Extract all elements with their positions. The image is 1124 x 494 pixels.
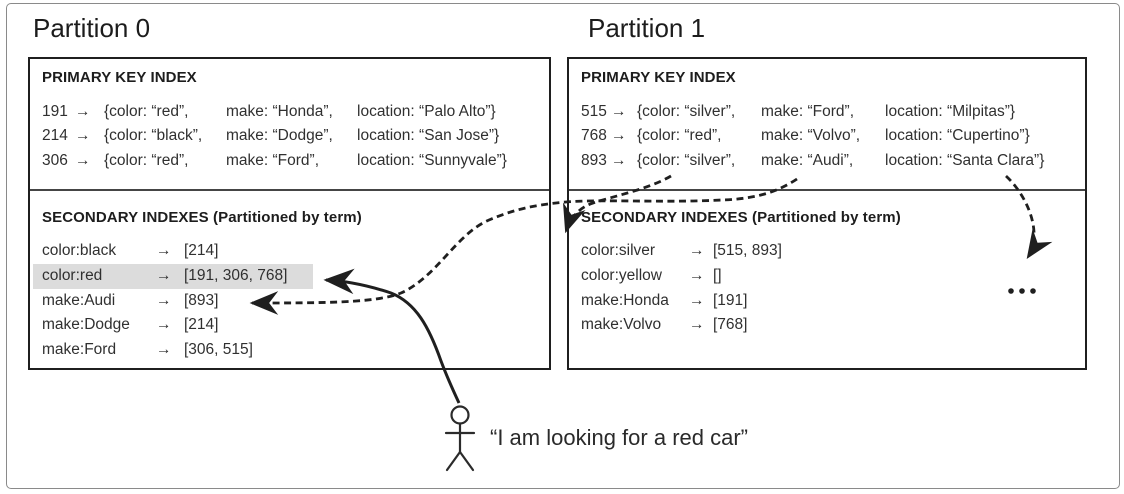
row-color-field: {color: “silver”, (637, 103, 736, 120)
primary-key-row-893: 893 → {color: “silver”, make: “Audi”, lo… (581, 149, 1077, 173)
partition-1-title: Partition 1 (588, 13, 706, 43)
partition-1-box: PRIMARY KEY INDEX 515 → {color: “silver”… (567, 57, 1087, 370)
primary-key-row-768: 768 → {color: “red”, make: “Volvo”, loca… (581, 124, 1077, 148)
row-location-field: location: “Palo Alto”} (357, 103, 496, 120)
row-make-field: make: “Volvo”, (761, 127, 861, 145)
partition-0-secondary-section: SECONDARY INDEXES (Partitioned by term) … (30, 191, 549, 363)
secondary-row-make-honda: make:Honda → [191] (581, 289, 1077, 314)
row-location-field: location: “Milpitas”} (885, 103, 1016, 120)
index-term: make:Dodge (42, 316, 130, 334)
secondary-index-rows: color:silver → [515, 893] color:yellow →… (581, 239, 1077, 338)
posting-list: [306, 515] (184, 341, 253, 359)
index-term: color:yellow (581, 266, 662, 284)
row-make-field: make: “Ford”, (761, 103, 855, 120)
maps-to-arrow: → (611, 103, 627, 120)
maps-to-arrow: → (75, 127, 91, 145)
maps-to-arrow: → (689, 266, 705, 284)
secondary-indexes-header: SECONDARY INDEXES (Partitioned by term) (581, 209, 901, 226)
partition-0-title: Partition 0 (33, 13, 151, 43)
primary-key-rows: 515 → {color: “silver”, make: “Ford”, lo… (581, 100, 1077, 173)
row-location-field: location: “Santa Clara”} (885, 151, 1045, 169)
partition-0-primary-section: PRIMARY KEY INDEX 191 → {color: “red”, m… (30, 59, 549, 191)
index-term: make:Audi (42, 291, 116, 309)
index-term: color:black (42, 242, 117, 259)
posting-list: [515, 893] (713, 242, 782, 259)
maps-to-arrow: → (611, 127, 627, 145)
index-term: color:red (42, 266, 103, 284)
maps-to-arrow: → (689, 316, 705, 334)
row-make-field: make: “Dodge”, (226, 127, 333, 145)
row-make-field: make: “Honda”, (226, 103, 333, 120)
index-term: make:Ford (42, 341, 117, 359)
figure-frame (6, 3, 1120, 489)
secondary-row-make-audi: make:Audi → [893] (42, 289, 541, 314)
secondary-row-make-volvo: make:Volvo → [768] (581, 313, 1077, 338)
row-location-field: location: “Cupertino”} (885, 127, 1030, 145)
row-make-field: make: “Ford”, (226, 151, 320, 169)
maps-to-arrow: → (156, 316, 172, 334)
posting-list: [191] (713, 291, 748, 309)
posting-list: [191, 306, 768] (184, 266, 288, 284)
partition-1-secondary-section: SECONDARY INDEXES (Partitioned by term) … (569, 191, 1085, 338)
maps-to-arrow: → (75, 103, 91, 120)
primary-key-rows: 191 → {color: “red”, make: “Honda”, loca… (42, 100, 541, 173)
row-location-field: location: “Sunnyvale”} (357, 151, 507, 169)
row-color-field: {color: “red”, (104, 103, 189, 120)
posting-list: [214] (184, 242, 219, 259)
maps-to-arrow: → (156, 266, 172, 284)
row-color-field: {color: “red”, (637, 127, 722, 145)
partition-0-box: PRIMARY KEY INDEX 191 → {color: “red”, m… (28, 57, 551, 370)
posting-list: [768] (713, 316, 748, 334)
row-key: 515 (581, 103, 607, 120)
secondary-index-rows: color:black → [214] color:red → [191, 30… (33, 239, 541, 363)
secondary-indexes-header: SECONDARY INDEXES (Partitioned by term) (42, 209, 362, 226)
index-term: color:silver (581, 242, 656, 259)
partition-1-primary-section: PRIMARY KEY INDEX 515 → {color: “silver”… (569, 59, 1085, 191)
maps-to-arrow: → (156, 341, 172, 359)
maps-to-arrow: → (156, 291, 172, 309)
secondary-row-color-black: color:black → [214] (42, 239, 541, 264)
row-key: 893 (581, 151, 607, 169)
primary-key-row-515: 515 → {color: “silver”, make: “Ford”, lo… (581, 100, 1077, 124)
secondary-row-color-yellow: color:yellow → [] (581, 264, 1077, 289)
row-key: 214 (42, 127, 68, 145)
row-make-field: make: “Audi”, (761, 151, 854, 169)
maps-to-arrow: → (689, 291, 705, 309)
posting-list: [893] (184, 291, 219, 309)
index-term: make:Volvo (581, 316, 662, 334)
primary-key-row-214: 214 → {color: “black”, make: “Dodge”, lo… (42, 124, 541, 148)
maps-to-arrow: → (75, 151, 91, 169)
row-color-field: {color: “red”, (104, 151, 189, 169)
row-key: 306 (42, 151, 68, 169)
row-key: 768 (581, 127, 607, 145)
primary-key-row-191: 191 → {color: “red”, make: “Honda”, loca… (42, 100, 541, 124)
posting-list: [214] (184, 316, 219, 334)
secondary-row-color-red-highlighted: color:red → [191, 306, 768] (33, 263, 313, 289)
row-key: 191 (42, 103, 68, 120)
row-color-field: {color: “silver”, (637, 151, 736, 169)
user-query-quote: “I am looking for a red car” (490, 425, 748, 450)
row-color-field: {color: “black”, (104, 127, 203, 145)
maps-to-arrow: → (156, 242, 172, 259)
posting-list: [] (713, 266, 722, 284)
row-location-field: location: “San Jose”} (357, 127, 500, 145)
index-term: make:Honda (581, 291, 669, 309)
maps-to-arrow: → (689, 242, 705, 259)
primary-key-index-header: PRIMARY KEY INDEX (42, 69, 197, 86)
secondary-row-color-silver: color:silver → [515, 893] (581, 239, 1077, 264)
maps-to-arrow: → (611, 151, 627, 169)
primary-key-row-306: 306 → {color: “red”, make: “Ford”, locat… (42, 149, 541, 173)
primary-key-index-header: PRIMARY KEY INDEX (581, 69, 736, 86)
secondary-row-make-ford: make:Ford → [306, 515] (42, 338, 541, 363)
secondary-row-make-dodge: make:Dodge → [214] (42, 313, 541, 338)
